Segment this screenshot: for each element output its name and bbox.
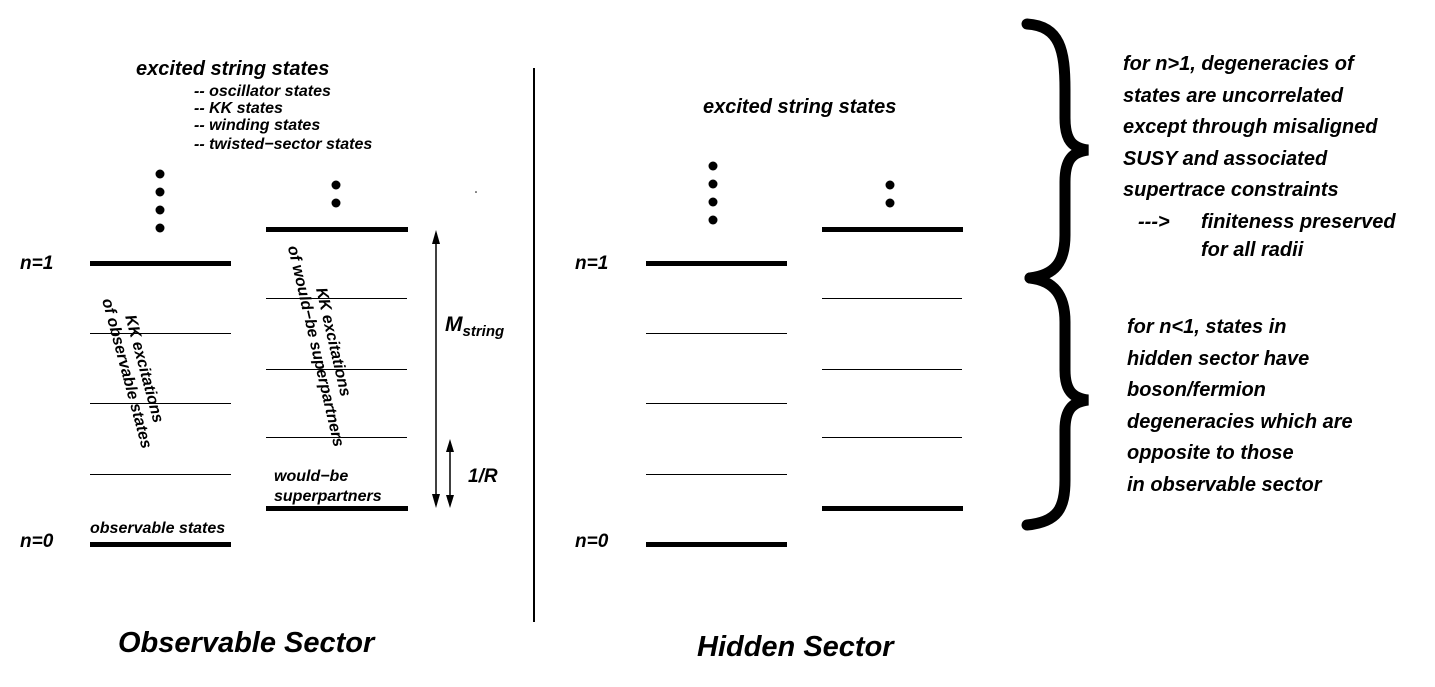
lower-brace [1021, 272, 1089, 531]
observable-right-dots [331, 180, 341, 208]
speck [475, 191, 477, 193]
hidden-kk-level [646, 403, 787, 404]
lower-note: for n<1, states in hidden sector have bo… [1127, 316, 1353, 496]
ellipsis-dot [708, 179, 718, 189]
observable-kk-level [90, 333, 231, 334]
observable-excited-heading: excited string states [136, 58, 330, 80]
hidden-right-kk-level [822, 437, 962, 438]
ellipsis-dot [155, 169, 165, 179]
implies-arrow: ---> [1138, 211, 1170, 233]
ellipsis-dot [155, 187, 165, 197]
hidden-right-base-level [822, 506, 963, 511]
superpartner-base-level [266, 506, 408, 511]
hidden-right-dots [885, 180, 895, 208]
observable-n0-label: n=0 [20, 531, 54, 552]
hidden-n0-label: n=0 [575, 531, 609, 552]
hidden-left-dots [708, 161, 718, 225]
kk-superpartners-label: KK excitations of would−be superpartners [283, 244, 354, 449]
ellipsis-dot [708, 161, 718, 171]
ellipsis-dot [885, 198, 895, 208]
observable-n1-label: n=1 [20, 253, 54, 274]
upper-note: for n>1, degeneracies of states are unco… [1123, 53, 1378, 201]
hidden-kk-level [646, 474, 787, 475]
hidden-n0-level [646, 542, 787, 547]
would-be-label: superpartners [274, 488, 382, 505]
ellipsis-dot [155, 223, 165, 233]
kk-observable-label: KK excitations of observable states [98, 296, 167, 451]
superpartner-kk-level [266, 437, 407, 438]
ellipsis-dot [155, 205, 165, 215]
superpartner-kk-level [266, 298, 407, 299]
hidden-right-kk-level [822, 298, 962, 299]
excited-list-item: -- winding states [194, 117, 321, 134]
observable-kk-level [90, 474, 231, 475]
excited-list-item: -- oscillator states [194, 83, 331, 100]
finiteness-note: finiteness preserved [1201, 211, 1396, 233]
upper-brace [1021, 18, 1089, 284]
m-string-arrow [432, 230, 440, 508]
ellipsis-dot [708, 215, 718, 225]
observable-kk-level [90, 403, 231, 404]
one-over-r-label: 1/R [468, 466, 498, 487]
excited-list-item: -- KK states [194, 100, 283, 117]
hidden-kk-level [646, 333, 787, 334]
hidden-n1-label: n=1 [575, 253, 609, 274]
ellipsis-dot [885, 180, 895, 190]
hidden-sector-title: Hidden Sector [697, 631, 894, 663]
observable-sector-title: Observable Sector [118, 627, 375, 659]
observable-left-dots [155, 169, 165, 233]
hidden-n1-level [646, 261, 787, 266]
superpartner-kk-level [266, 369, 407, 370]
would-be-label: would−be [274, 468, 349, 485]
superpartner-top-level [266, 227, 408, 232]
observable-n0-level [90, 542, 231, 547]
observable-n1-level [90, 261, 231, 266]
observable-states-label: observable states [90, 520, 226, 537]
ellipsis-dot [331, 180, 341, 190]
m-string-label: Mstring [445, 313, 505, 341]
excited-list-item: -- twisted−sector states [194, 136, 373, 153]
ellipsis-dot [331, 198, 341, 208]
hidden-right-top-level [822, 227, 963, 232]
ellipsis-dot [708, 197, 718, 207]
hidden-excited-heading: excited string states [703, 96, 897, 118]
finiteness-note: for all radii [1201, 239, 1304, 261]
hidden-right-kk-level [822, 369, 962, 370]
one-over-r-arrow [446, 439, 454, 508]
